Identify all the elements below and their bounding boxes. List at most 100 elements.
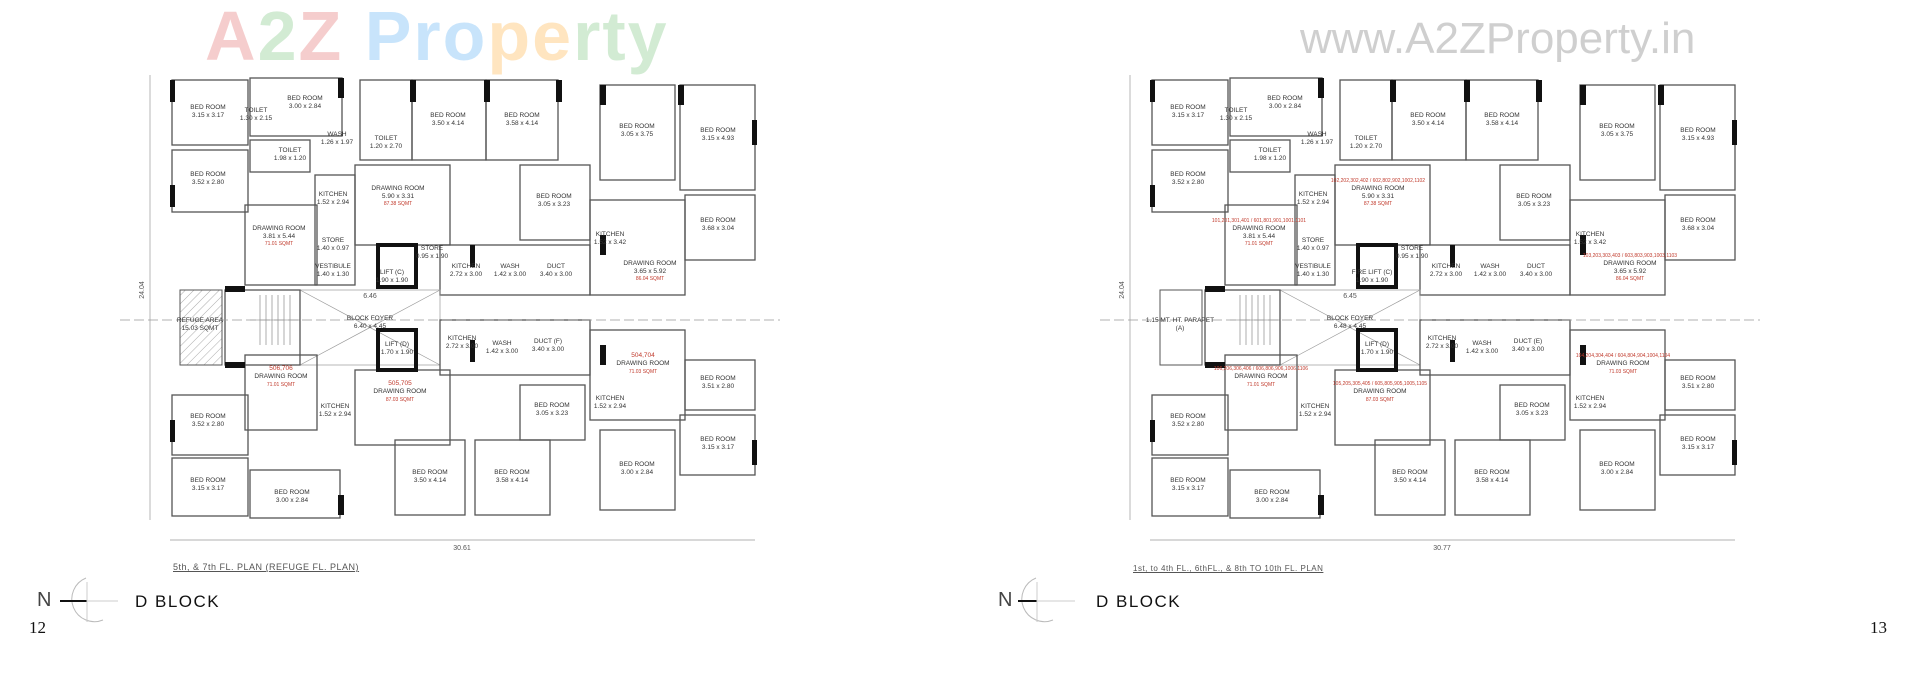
- overall-width-dimension: 30.61: [453, 545, 471, 552]
- parapet-area: [1159, 289, 1203, 366]
- carpet-area: 71.01 SQMT: [1247, 382, 1275, 388]
- room-name: KITCHEN: [452, 263, 481, 270]
- room-name: WASH: [492, 340, 512, 347]
- room-dimensions: 3.00 x 2.84: [621, 469, 654, 476]
- room-name: BED ROOM: [1410, 112, 1445, 119]
- room-dimensions: 3.40 x 3.00: [1512, 346, 1545, 353]
- room-label: LIFT (C)1.90 x 1.90: [376, 269, 409, 284]
- room-name: STORE: [1401, 245, 1424, 252]
- room-name: VESTIBULE: [1295, 263, 1331, 270]
- room-dimensions: 2.72 x 3.00: [1430, 271, 1463, 278]
- room-dimensions: 1.42 x 3.00: [1466, 348, 1499, 355]
- room-name: KITCHEN: [596, 395, 625, 402]
- room-name: DRAWING ROOM: [1353, 388, 1406, 395]
- room-dimensions: 3.68 x 3.04: [1682, 225, 1715, 232]
- room-name: DRAWING ROOM: [1234, 373, 1287, 380]
- room-dimensions: 3.15 x 4.93: [702, 135, 735, 142]
- room-name: KITCHEN: [448, 335, 477, 342]
- room-name: STORE: [421, 245, 444, 252]
- room-dimensions: 3.81 x 5.44: [1243, 233, 1276, 240]
- room-name: BED ROOM: [1516, 193, 1551, 200]
- room-dimensions: 1.26 x 1.97: [1301, 139, 1334, 146]
- room-name: BED ROOM: [1170, 104, 1205, 111]
- room-name: BED ROOM: [1680, 127, 1715, 134]
- room-dimensions: 1.42 x 3.00: [494, 271, 527, 278]
- room-dimensions: 3.15 x 3.17: [702, 444, 735, 451]
- room-name: DRAWING ROOM: [254, 373, 307, 380]
- room-name: LIFT (C): [380, 269, 404, 276]
- room-dimensions: 3.50 x 4.14: [1412, 120, 1445, 127]
- room-name: BED ROOM: [1254, 489, 1289, 496]
- room-dimensions: 1.52 x 3.42: [1574, 239, 1607, 246]
- room-name: LIFT (D): [385, 341, 409, 348]
- room-dimensions: 1.40 x 1.30: [317, 271, 350, 278]
- room-label: 1.15 MT. HT. PARAPET(A): [1146, 317, 1214, 332]
- room-dimensions: 3.15 x 4.93: [1682, 135, 1715, 142]
- room-dimensions: 15.03 SQMT: [182, 325, 219, 332]
- room-name: BED ROOM: [190, 477, 225, 484]
- room-name: BED ROOM: [1599, 123, 1634, 130]
- unit-number: 105,205,305,405 / 605,805,905,1005,1105: [1333, 381, 1427, 387]
- room-name: DRAWING ROOM: [1351, 185, 1404, 192]
- room-label: FIRE LIFT (C)1.90 x 1.90: [1352, 269, 1393, 284]
- watermark-logo: A2Z Property: [205, 0, 669, 75]
- room-dimensions: 3.15 x 3.17: [192, 112, 225, 119]
- room-dimensions: 1.70 x 1.90: [1361, 349, 1394, 356]
- room-name: BED ROOM: [494, 469, 529, 476]
- room-label: 103,203,303,403 / 603,803,903,1003,1103D…: [1583, 253, 1677, 282]
- room-dimensions: 3.52 x 2.80: [1172, 179, 1205, 186]
- room-dimensions: 3.15 x 3.17: [1682, 444, 1715, 451]
- room-label: 105,205,305,405 / 605,805,905,1005,1105D…: [1333, 381, 1427, 403]
- room-dimensions: 5.90 x 3.31: [382, 193, 415, 200]
- north-label: N: [37, 589, 52, 611]
- carpet-area: 86.04 SQMT: [1616, 276, 1644, 282]
- unit-number: 106,206,306,406 / 606,806,906,1006,1106: [1214, 366, 1308, 372]
- room-name: BED ROOM: [430, 112, 465, 119]
- carpet-area: 71.03 SQMT: [1609, 369, 1637, 375]
- room-dimensions: 3.05 x 3.23: [1518, 201, 1551, 208]
- room-dimensions: 0.95 x 1.90: [416, 253, 449, 260]
- room-name: REFUGE AREA: [177, 317, 224, 324]
- room-dimensions: 1.52 x 2.94: [1297, 199, 1330, 206]
- room-dimensions: 3.05 x 3.75: [621, 131, 654, 138]
- carpet-area: 71.01 SQMT: [265, 241, 293, 247]
- room-name: 1.15 MT. HT. PARAPET: [1146, 317, 1214, 324]
- room-name: KITCHEN: [1301, 403, 1330, 410]
- room-dimensions: 1.42 x 3.00: [1474, 271, 1507, 278]
- carpet-area: 87.03 SQMT: [386, 397, 414, 403]
- room-name: BED ROOM: [1267, 95, 1302, 102]
- carpet-area: 71.01 SQMT: [1245, 241, 1273, 247]
- carpet-area: 87.38 SQMT: [384, 201, 412, 207]
- room-name: TOILET: [1259, 147, 1282, 154]
- room-name: FIRE LIFT (C): [1352, 269, 1393, 276]
- room-dimensions: 1.40 x 1.30: [1297, 271, 1330, 278]
- room-name: BED ROOM: [619, 461, 654, 468]
- room-dimensions: 3.00 x 2.84: [1256, 497, 1289, 504]
- block-title: D BLOCK: [1096, 592, 1182, 611]
- block-title: D BLOCK: [135, 592, 221, 611]
- north-label: N: [998, 589, 1013, 611]
- room-dimensions: 6.40 x 4.45: [354, 323, 387, 330]
